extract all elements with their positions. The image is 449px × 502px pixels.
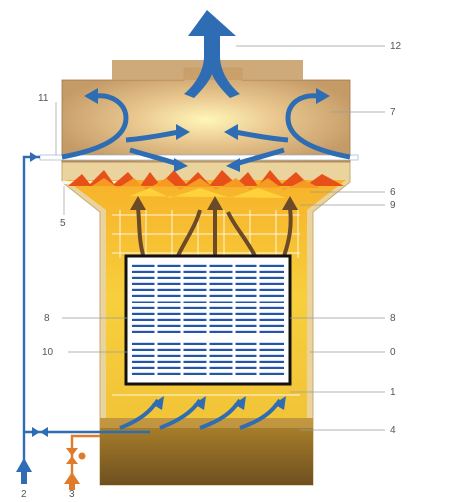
hot-gas-arrowheads — [130, 196, 298, 210]
callout-11: 11 — [38, 93, 49, 104]
callout-5: 5 — [60, 218, 66, 229]
air-supply-valves — [30, 152, 48, 437]
burner-pipe — [39, 154, 359, 161]
callout-10: 10 — [42, 347, 54, 358]
callout-9: 9 — [390, 200, 396, 211]
ash-zone — [100, 418, 313, 485]
primary-air-arrowheads — [152, 396, 286, 410]
callout-8-left: 8 — [44, 313, 50, 324]
fuel-inlet-arrow-icon — [64, 472, 80, 490]
callout-12: 12 — [390, 41, 402, 52]
callout-3: 3 — [69, 489, 75, 500]
heat-grid — [112, 210, 300, 396]
callout-6: 6 — [390, 187, 396, 198]
callout-4: 4 — [390, 425, 396, 436]
secondary-air-arrowheads — [84, 88, 330, 172]
leader-lines — [55, 45, 385, 431]
heat-exchanger-dividers — [132, 262, 284, 378]
callout-7: 7 — [390, 107, 396, 118]
flame-front — [68, 170, 344, 198]
grate-band — [100, 418, 313, 428]
callout-0: 0 — [390, 347, 396, 358]
callout-8-right: 8 — [390, 313, 396, 324]
callout-2: 2 — [21, 489, 27, 500]
air-inlet-arrow-icon — [16, 458, 32, 484]
exhaust-arrow-icon — [184, 10, 240, 98]
callout-1: 1 — [390, 387, 396, 398]
fuel-supply-line — [70, 434, 100, 474]
valve-icon — [66, 448, 86, 464]
